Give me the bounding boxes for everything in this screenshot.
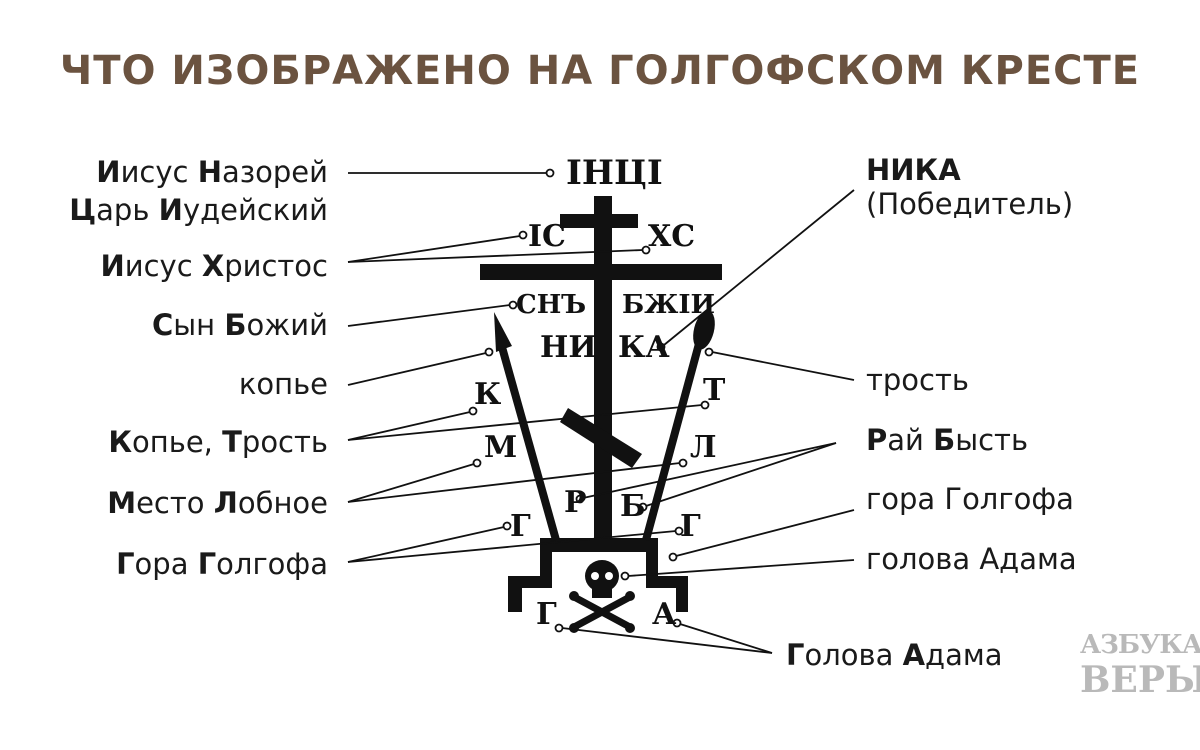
leader-dot	[468, 406, 478, 416]
ic-letters: ІС	[528, 219, 566, 254]
bone-knob	[569, 623, 579, 633]
leader-dot	[641, 245, 651, 255]
bone-knob	[569, 591, 579, 601]
leader-dot	[502, 521, 512, 531]
leader-dot	[674, 526, 684, 536]
reed-shaft	[642, 338, 704, 542]
m-letter: М	[484, 430, 518, 465]
label-king-of-jews: Царь Иудейский	[69, 193, 328, 227]
leader-lines	[347, 172, 855, 654]
leader-line	[347, 530, 677, 563]
ni-letters: НИ	[540, 330, 597, 365]
sponge	[693, 310, 715, 350]
logo-line1: АЗБУКА	[1080, 630, 1200, 660]
bzhii-letters: БЖІИ	[622, 290, 716, 320]
a-bottom-letter: А	[652, 597, 677, 632]
leader-line	[347, 463, 475, 503]
leader-line	[711, 351, 855, 381]
leader-dot	[575, 494, 585, 504]
cross-upright	[594, 196, 612, 540]
cross-footrest	[560, 408, 642, 468]
sn-letters: СНЪ	[516, 290, 587, 320]
t-letter: Т	[703, 373, 726, 408]
label-nika: НИКА	[866, 153, 961, 187]
spear-shaft	[496, 338, 560, 542]
logo-line2: ВЕРЫ	[1080, 659, 1200, 701]
leader-line	[675, 509, 855, 557]
crossbone-2	[572, 594, 632, 630]
skull	[585, 560, 619, 592]
leader-dot	[678, 458, 688, 468]
skull-eye	[605, 572, 613, 580]
label-nika-sub: (Победитель)	[866, 187, 1074, 221]
bone-knob	[625, 591, 635, 601]
leader-line	[679, 623, 773, 654]
r-letter: Р	[564, 485, 587, 520]
cross-top-bar	[560, 214, 638, 228]
label-son-of-god: Сын Божий	[151, 308, 328, 342]
leader-line	[347, 404, 703, 441]
label-adam-head-letters: Голова Адама	[786, 638, 1003, 672]
leader-line	[582, 442, 837, 499]
leader-line	[663, 189, 855, 346]
k-letter: К	[474, 377, 502, 412]
label-jesus-nazarene: Иисус Назорей	[96, 155, 328, 189]
leader-line	[347, 462, 681, 503]
label-jesus-christ: Иисус Христос	[100, 249, 328, 283]
leader-dot	[638, 502, 648, 512]
ka-letters: КА	[618, 330, 670, 365]
leader-dot	[668, 552, 678, 562]
leader-line	[347, 249, 644, 263]
skull-jaw	[592, 586, 612, 598]
leader-dot	[484, 347, 494, 357]
leader-line	[347, 411, 471, 441]
leader-line	[627, 559, 855, 577]
label-mount-golgotha: Гора Голгофа	[116, 547, 328, 581]
label-paradise-was: Рай Бысть	[866, 423, 1029, 457]
g-right-letter: Г	[680, 509, 701, 544]
label-reed: трость	[866, 363, 969, 397]
b-letter: Б	[620, 489, 646, 524]
leader-line	[347, 526, 505, 563]
leader-line	[347, 235, 521, 263]
label-spear-reed: Копье, Трость	[108, 425, 328, 459]
cross-main-bar	[480, 264, 722, 280]
page-title: ЧТО ИЗОБРАЖЕНО НА ГОЛГОФСКОМ КРЕСТЕ	[59, 48, 1141, 94]
leader-dot	[620, 571, 630, 581]
l-letter: Л	[690, 430, 717, 465]
leader-line	[347, 304, 511, 327]
leader-dot	[472, 458, 482, 468]
leader-dot	[656, 342, 666, 352]
bone-knob	[625, 623, 635, 633]
azbuka-very-logo: АЗБУКА ВЕРЫ	[1080, 630, 1200, 701]
xc-letters: ХС	[648, 219, 696, 254]
leader-dot	[704, 347, 714, 357]
leader-line	[347, 352, 487, 386]
leader-dot	[672, 618, 682, 628]
leader-dot	[700, 400, 710, 410]
leader-line	[645, 442, 837, 507]
leader-dots	[468, 168, 714, 633]
g-bottom-letter: Г	[536, 597, 557, 632]
leader-dot	[554, 623, 564, 633]
leader-dot	[545, 168, 555, 178]
skull-eye	[591, 572, 599, 580]
label-spear: копье	[238, 367, 328, 401]
label-place-of-skull: Место Лобное	[107, 486, 328, 520]
label-adam-head: голова Адама	[866, 542, 1077, 576]
spear-tip	[494, 312, 512, 352]
leader-dot	[518, 230, 528, 240]
leader-line	[561, 627, 773, 654]
g-left-letter: Г	[510, 509, 531, 544]
label-golgotha-mount: гора Голгофа	[866, 482, 1074, 516]
inci-letters: ІНЦІ	[566, 153, 663, 193]
leader-dot	[508, 300, 518, 310]
